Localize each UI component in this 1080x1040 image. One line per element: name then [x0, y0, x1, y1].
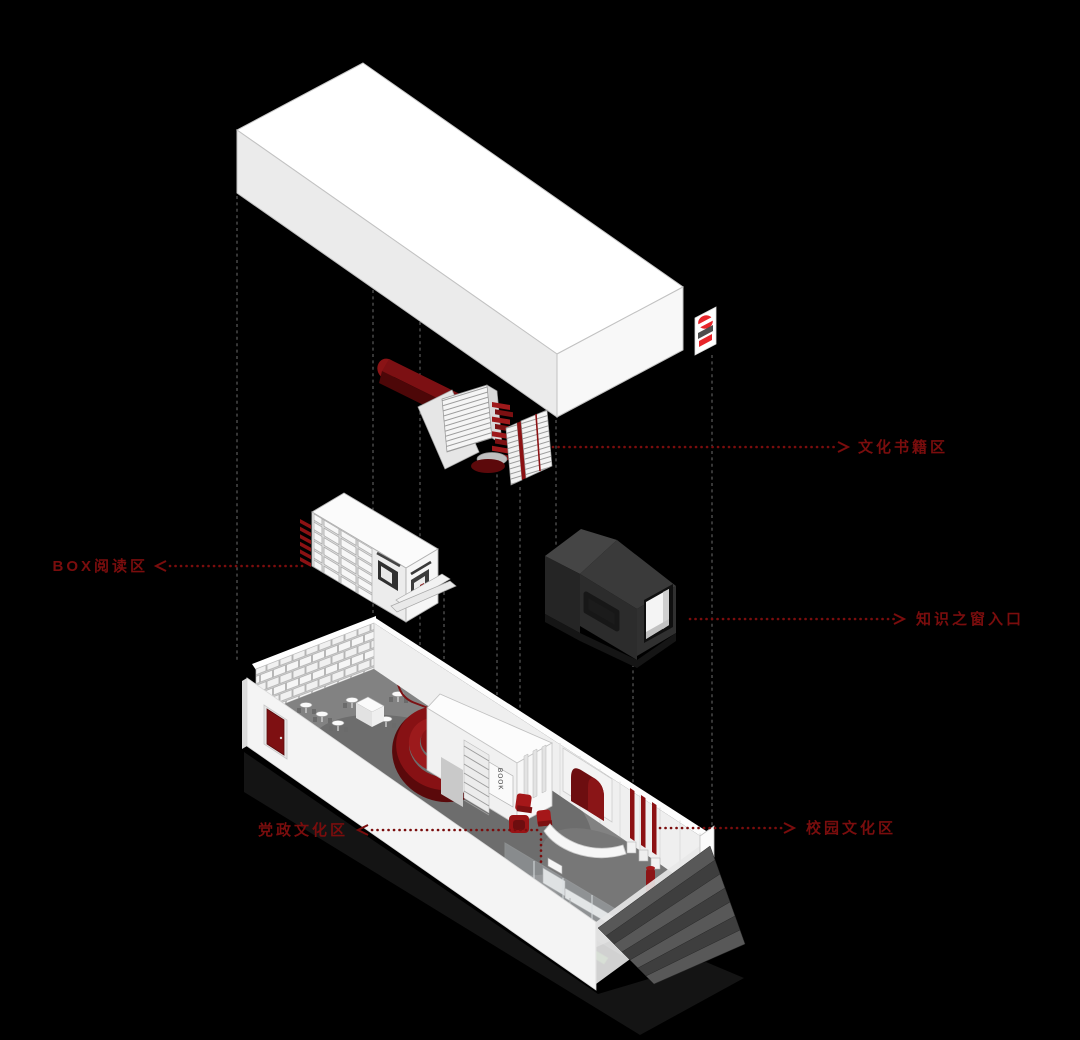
louver-line — [463, 763, 490, 780]
hanging-display-cubes — [626, 841, 661, 870]
chair — [344, 727, 348, 732]
box-red-shelf-strips — [300, 519, 311, 567]
curved-counter — [543, 823, 627, 859]
wedge-louvers — [463, 745, 490, 816]
box-red-strip — [300, 557, 311, 567]
label-knowledge-entry: 知识之窗入口 — [916, 610, 1024, 628]
box-red-strip — [300, 549, 311, 560]
book-wall-module — [377, 358, 553, 486]
box-end-sign — [410, 560, 432, 576]
roof-slab-module — [236, 62, 717, 418]
red-divider-strip — [517, 421, 526, 480]
chair — [313, 717, 317, 722]
ne-wall-top-band — [374, 617, 714, 841]
chair — [343, 703, 347, 708]
table-top — [299, 702, 313, 708]
spiral-base-red — [471, 459, 505, 473]
wedge-display-strip — [541, 744, 547, 794]
chair — [377, 722, 381, 727]
chair — [404, 698, 408, 703]
box-shelf-grid — [313, 513, 373, 603]
chair — [329, 726, 333, 731]
leader-knowledge-entry: 知识之窗入口 — [688, 610, 1024, 628]
box-reading-module — [300, 492, 457, 623]
leader-party-culture: 党政文化区 — [258, 821, 543, 868]
chair — [328, 718, 332, 723]
label-campus-culture: 校园文化区 — [806, 819, 896, 837]
nw-wall-top-band — [252, 616, 376, 670]
louver-line — [463, 772, 490, 789]
table-top — [331, 720, 345, 726]
louver-line — [463, 790, 490, 807]
spiral-bar — [492, 402, 510, 410]
entry-stairs — [597, 845, 746, 985]
spiral-bar — [495, 409, 513, 418]
table-top — [345, 697, 359, 703]
book-spine-text: BOOK — [496, 768, 504, 791]
louver-line — [463, 745, 490, 762]
label-box-reading: BOX阅读区 — [52, 557, 148, 575]
louver-line — [463, 799, 490, 816]
leader-box-reading: BOX阅读区 — [52, 557, 307, 575]
wall-red-strip — [630, 788, 635, 841]
spiral-bar — [492, 416, 510, 425]
box-plinth-step2 — [390, 580, 457, 613]
box-sign-bar — [376, 551, 401, 568]
chair — [392, 723, 396, 728]
book-spine-shelf: BOOK — [488, 761, 514, 808]
spiral-bar — [492, 431, 510, 440]
floor-plan-module: BOOK — [242, 616, 746, 991]
sw-exterior-wall — [246, 677, 597, 991]
label-book-wall: 文化书籍区 — [858, 438, 948, 456]
red-accent-line — [535, 413, 541, 472]
tunnel-top-main — [580, 540, 676, 609]
arrowhead-right — [893, 613, 907, 625]
wall-red-strip — [652, 802, 657, 855]
box-red-strip — [300, 541, 311, 552]
west-end-wall — [242, 678, 247, 749]
leader-book-wall: 文化书籍区 — [551, 438, 948, 456]
wedge-gray-panel — [441, 757, 463, 807]
table-top — [315, 711, 329, 717]
tunnel-top-back — [545, 529, 617, 574]
brand-logo — [694, 306, 717, 356]
red-door — [263, 704, 288, 760]
tunnel-left-face — [545, 556, 580, 633]
chair — [389, 697, 393, 702]
campus-culture-red-strips — [630, 788, 657, 855]
service-counter-box — [355, 696, 385, 727]
box-red-strip — [300, 534, 311, 545]
arrowhead-left — [355, 824, 369, 836]
louver-line — [463, 754, 490, 771]
chair — [297, 708, 301, 713]
wall-red-strip — [641, 795, 646, 848]
arrowhead-right — [837, 441, 851, 453]
annotation-layer: 文化书籍区 BOX阅读区 知识之窗入口 党政文化区 校园文化区 — [52, 438, 1024, 868]
louver-line — [463, 781, 490, 798]
leader-campus-culture: 校园文化区 — [658, 819, 896, 837]
box-red-strip — [300, 526, 311, 537]
spiral-bar — [492, 445, 510, 454]
arched-niche-panel — [562, 747, 613, 823]
entrance-tunnel-module — [545, 529, 676, 668]
chair — [312, 709, 316, 714]
tunnel-recessed-panel — [583, 591, 620, 632]
arrowhead-left — [153, 560, 167, 572]
label-party-culture: 党政文化区 — [258, 821, 348, 839]
arrowhead-right — [783, 822, 797, 834]
wedge-display-strip — [532, 748, 538, 799]
stair-step — [645, 929, 746, 985]
roof-end-face — [556, 286, 684, 418]
box-red-strip — [300, 519, 311, 529]
